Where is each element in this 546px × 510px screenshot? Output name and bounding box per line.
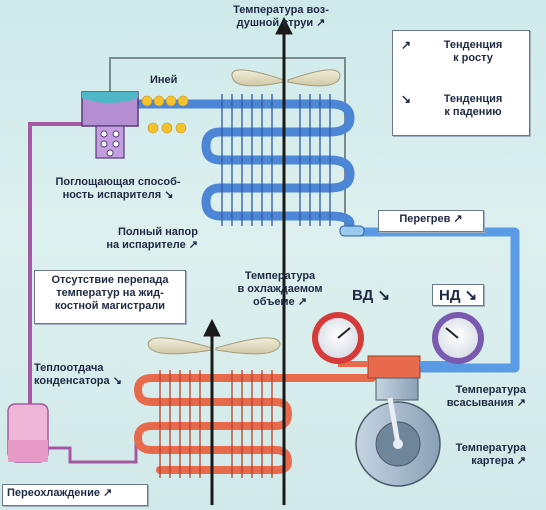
condenser-coil	[133, 374, 376, 474]
expansion-valve	[81, 91, 139, 159]
evaporator-capacity-label: Поглощающая способ-ность испарителя ↘	[55, 176, 181, 201]
evaporator-fan	[231, 69, 341, 87]
thermal-bulb	[339, 225, 365, 237]
low-pressure-gauge	[432, 312, 484, 364]
subcooling-label: Переохлаждение ↗	[2, 484, 148, 506]
frost-label: Иней	[150, 74, 178, 86]
equalizer-line	[109, 57, 346, 230]
air-stream-temperature-label: Температура воз-душной струи ↗	[233, 4, 329, 29]
evaporator-fins	[221, 94, 331, 226]
legend-up-arrow: ↗	[401, 38, 412, 52]
low-pressure-label: НД ↘	[432, 284, 485, 306]
compressor	[355, 377, 441, 487]
liquid-line-bottom	[46, 438, 138, 464]
evaporator-coil	[133, 99, 355, 237]
discharge-manifold	[367, 355, 421, 379]
superheat-label: Перегрев ↗	[378, 210, 484, 232]
condenser-fan	[147, 337, 281, 355]
high-pressure-gauge	[312, 312, 364, 364]
condenser-fins	[159, 370, 273, 478]
suction-line	[350, 227, 520, 373]
legend-down-arrow: ↘	[401, 92, 412, 106]
airflow-arrows	[203, 16, 293, 505]
receiver-tank	[7, 403, 49, 463]
high-pressure-label: ВД ↘	[352, 287, 391, 304]
frost-icon	[141, 95, 189, 134]
